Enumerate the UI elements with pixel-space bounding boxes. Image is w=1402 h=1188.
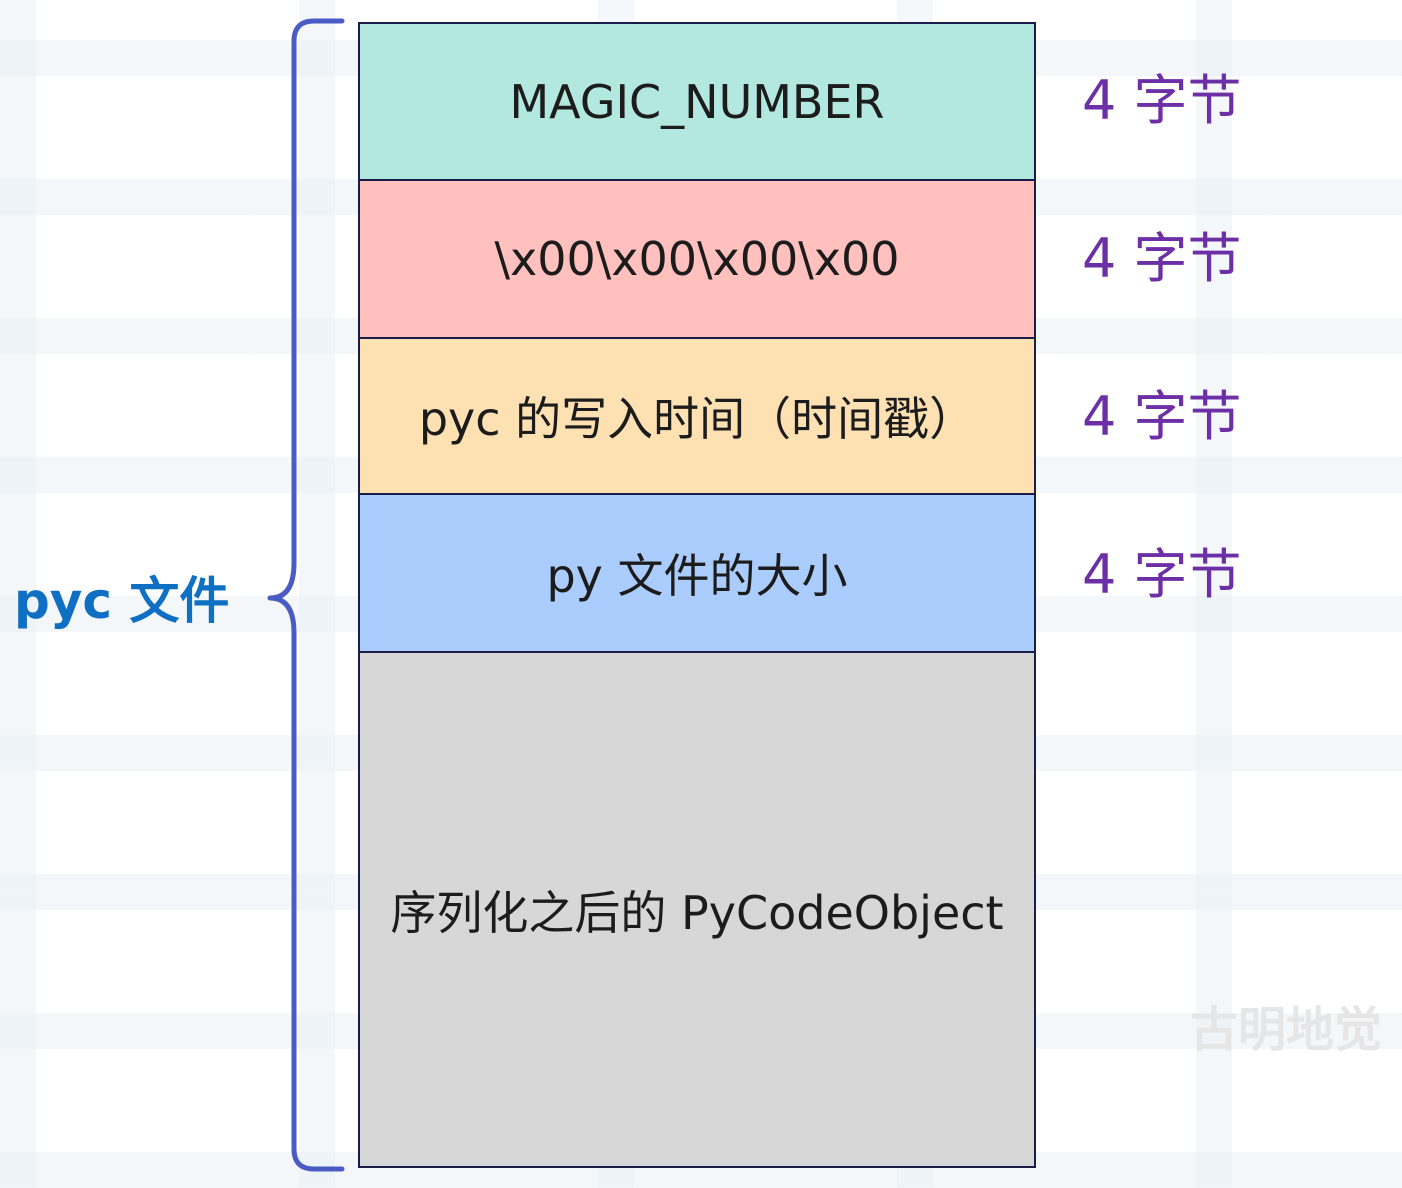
segment-null-bytes-label: \x00\x00\x00\x00 [494, 232, 900, 286]
segment-py-file-size: py 文件的大小 [360, 495, 1034, 653]
segment-code-object-label: 序列化之后的 PyCodeObject [390, 885, 1004, 940]
segment-null-bytes: \x00\x00\x00\x00 [360, 181, 1034, 339]
segment-magic-number-label: MAGIC_NUMBER [509, 74, 885, 129]
size-label-py-file-size: 4 字节 [1082, 543, 1242, 606]
segment-magic-number: MAGIC_NUMBER [360, 24, 1034, 181]
author-watermark: 古明地觉 [1190, 1002, 1383, 1058]
pyc-segment-stack: MAGIC_NUMBER \x00\x00\x00\x00 pyc 的写入时间（… [358, 22, 1036, 1168]
pyc-file-group-label: pyc 文件 [14, 572, 230, 630]
size-label-magic-number: 4 字节 [1082, 69, 1242, 132]
segment-py-file-size-label: py 文件的大小 [546, 549, 848, 603]
size-label-null-bytes: 4 字节 [1082, 227, 1242, 290]
curly-brace-icon [267, 18, 345, 1172]
segment-write-timestamp-label: pyc 的写入时间（时间戳） [418, 392, 976, 446]
size-label-write-timestamp: 4 字节 [1082, 385, 1242, 448]
segment-code-object: 序列化之后的 PyCodeObject [360, 653, 1034, 1166]
segment-write-timestamp: pyc 的写入时间（时间戳） [360, 339, 1034, 495]
